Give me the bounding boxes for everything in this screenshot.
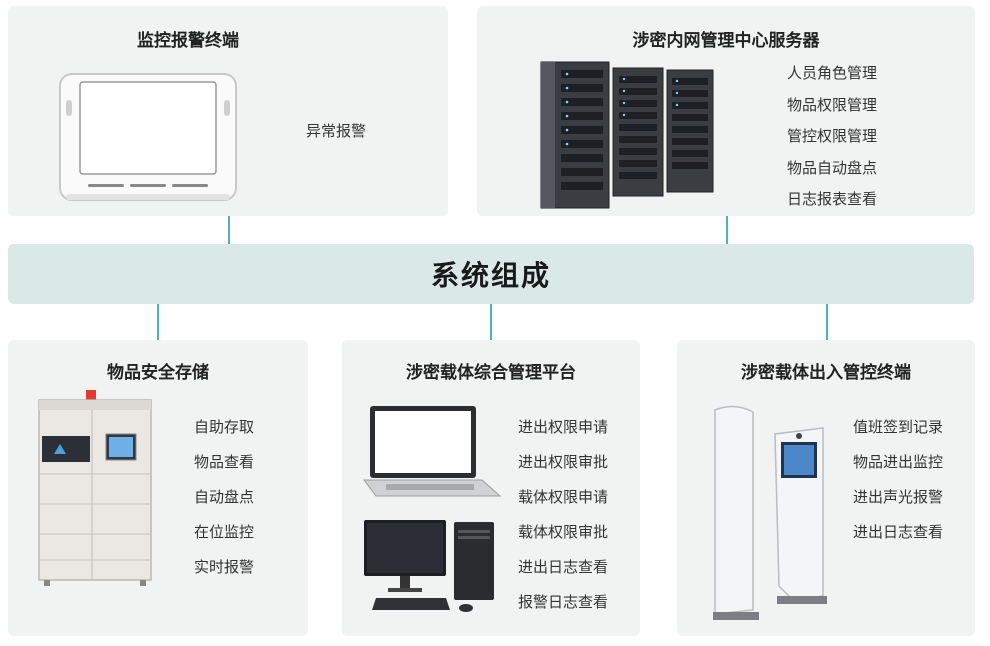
smart-locker-icon	[38, 390, 152, 586]
wall-tablet-icon	[59, 73, 237, 201]
banner-title: 系统组成	[430, 259, 551, 292]
panel-title: 监控报警终端	[137, 31, 239, 51]
panel-title: 涉密载体综合管理平台	[406, 363, 576, 383]
panel-server: 涉密内网管理中心服务器	[477, 6, 975, 216]
panel-monitor-terminal: 监控报警终端 异常报警	[8, 6, 448, 216]
connector-server	[726, 216, 728, 244]
server-rack-icon	[540, 61, 714, 209]
connector-monitor	[228, 216, 230, 244]
feature-item: 进出权限申请	[518, 418, 609, 436]
feature-item: 人员角色管理	[787, 64, 878, 82]
panel-platform: 涉密载体综合管理平台 进出权限申请 进出权限审批 载体权限申请 载体权限审批 进…	[342, 340, 640, 636]
feature-list: 自助存取 物品查看 自动盘点 在位监控 实时报警	[194, 410, 254, 585]
feature-item: 自助存取	[194, 418, 255, 436]
panel-title: 涉密载体出入管控终端	[741, 363, 911, 383]
feature-item: 进出日志查看	[853, 523, 944, 541]
panel-title: 物品安全存储	[107, 363, 209, 383]
panel-title: 涉密内网管理中心服务器	[632, 31, 820, 51]
feature-item: 物品查看	[194, 453, 255, 471]
feature-item: 进出日志查看	[518, 558, 609, 576]
feature-item: 物品权限管理	[787, 95, 878, 114]
feature-list: 异常报警	[306, 120, 366, 141]
connector-storage	[157, 304, 159, 340]
laptop-icon	[363, 406, 502, 497]
feature-item: 物品进出监控	[853, 453, 944, 471]
feature-item: 载体权限审批	[518, 523, 609, 541]
system-composition-banner: 系统组成	[8, 244, 974, 304]
feature-item: 报警日志查看	[518, 593, 609, 611]
feature-item: 进出声光报警	[853, 488, 944, 506]
feature-item: 载体权限申请	[518, 488, 609, 506]
feature-item: 实时报警	[194, 558, 255, 576]
security-gate-icon	[713, 405, 827, 620]
panel-gate-terminal: 涉密载体出入管控终端 值班签到记录 物品进出监控 进出声光报警 进出日志查看	[677, 340, 975, 636]
feature-item: 异常报警	[306, 122, 367, 140]
feature-item: 物品自动盘点	[787, 158, 878, 177]
feature-item: 日志报表查看	[787, 190, 878, 208]
feature-list: 人员角色管理 物品权限管理 管控权限管理 物品自动盘点 日志报表查看	[787, 58, 877, 216]
feature-item: 值班签到记录	[853, 418, 944, 436]
feature-list: 值班签到记录 物品进出监控 进出声光报警 进出日志查看	[853, 410, 943, 550]
feature-list: 进出权限申请 进出权限审批 载体权限申请 载体权限审批 进出日志查看 报警日志查…	[518, 410, 608, 620]
feature-item: 在位监控	[194, 523, 255, 541]
feature-item: 管控权限管理	[787, 127, 878, 145]
connector-platform	[490, 304, 492, 340]
feature-item: 自动盘点	[194, 488, 255, 506]
feature-item: 进出权限审批	[518, 453, 609, 471]
connector-gate	[826, 304, 828, 340]
panel-storage: 物品安全存储 自助存取 物品查看 自动盘点 在位监控 实时报警	[8, 340, 308, 636]
desktop-computer-icon	[364, 520, 494, 612]
